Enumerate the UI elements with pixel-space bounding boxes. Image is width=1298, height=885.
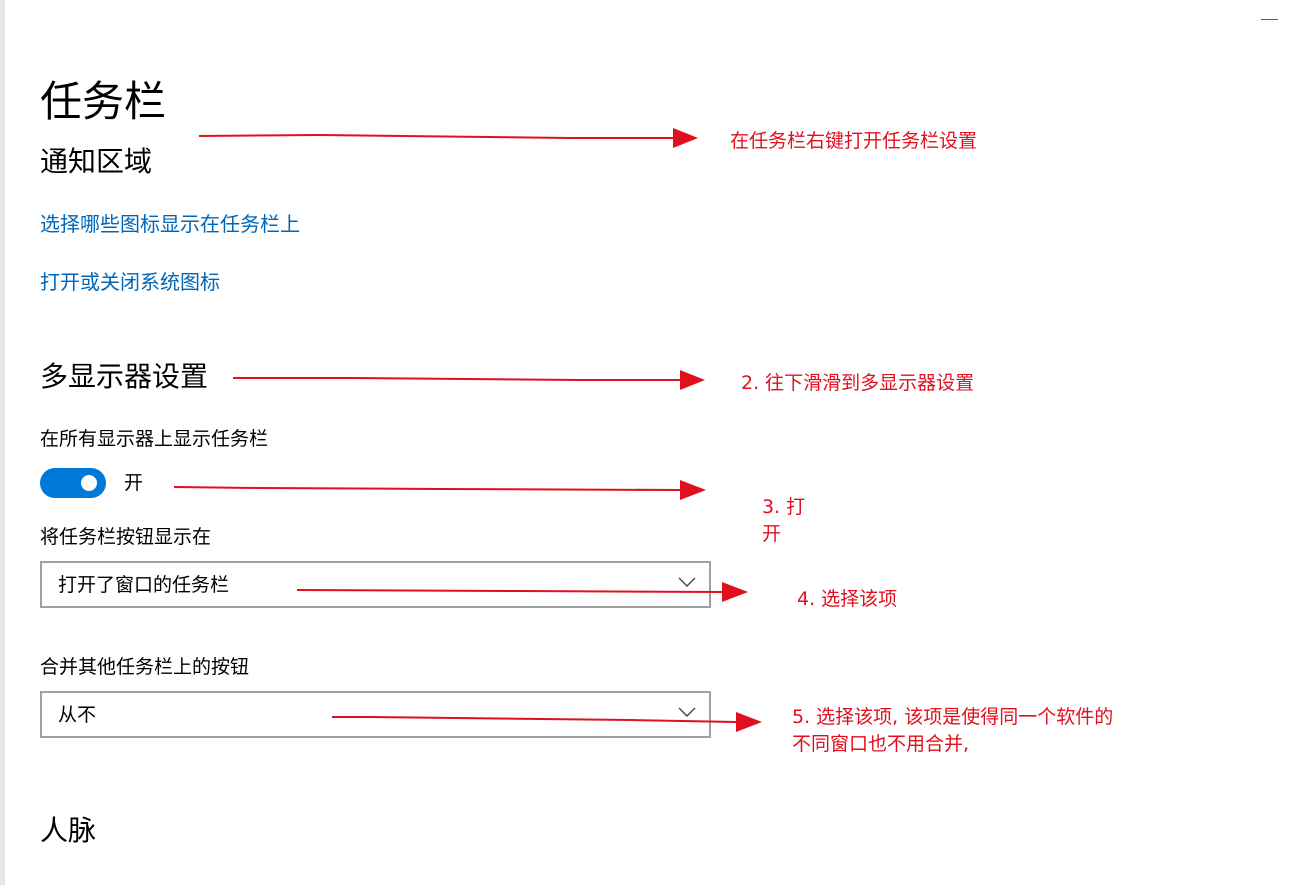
annotation-arrow-3 <box>173 480 706 500</box>
page-title: 任务栏 <box>40 77 167 126</box>
toggle-state-label: 开 <box>124 472 144 494</box>
section-title-notification-area: 通知区域 <box>40 145 153 178</box>
annotation-note-1: 在任务栏右键打开任务栏设置 <box>730 130 978 152</box>
window-left-edge <box>0 0 5 885</box>
link-system-icons[interactable]: 打开或关闭系统图标 <box>40 270 220 294</box>
annotation-note-3-line2: 开 <box>762 523 782 545</box>
section-title-people: 人脉 <box>40 814 97 847</box>
annotation-note-4: 4. 选择该项 <box>797 588 898 610</box>
combine-buttons-label: 合并其他任务栏上的按钮 <box>40 656 250 678</box>
annotation-arrow-1 <box>198 128 698 148</box>
dropdown-selected-value: 打开了窗口的任务栏 <box>58 574 230 596</box>
toggle-knob <box>81 475 97 491</box>
annotation-note-5-line2: 不同窗口也不用合并, <box>792 733 970 755</box>
combine-buttons-dropdown[interactable]: 从不 <box>40 691 711 738</box>
link-select-taskbar-icons[interactable]: 选择哪些图标显示在任务栏上 <box>40 212 300 236</box>
annotation-note-2: 2. 往下滑滑到多显示器设置 <box>741 372 975 394</box>
dropdown-selected-value: 从不 <box>58 704 97 726</box>
chevron-down-icon <box>678 707 696 717</box>
annotation-arrow-2 <box>233 370 705 390</box>
chevron-down-icon <box>678 577 696 587</box>
annotation-note-3-line1: 3. 打 <box>762 496 806 518</box>
minimize-icon[interactable] <box>1261 19 1278 20</box>
show-taskbar-all-displays-label: 在所有显示器上显示任务栏 <box>40 428 269 450</box>
show-buttons-on-label: 将任务栏按钮显示在 <box>40 526 212 548</box>
show-buttons-on-dropdown[interactable]: 打开了窗口的任务栏 <box>40 561 711 608</box>
annotation-note-5-line1: 5. 选择该项, 该项是使得同一个软件的 <box>792 706 1114 728</box>
show-taskbar-all-displays-toggle[interactable] <box>40 468 106 498</box>
section-title-multi-display: 多显示器设置 <box>40 360 209 393</box>
